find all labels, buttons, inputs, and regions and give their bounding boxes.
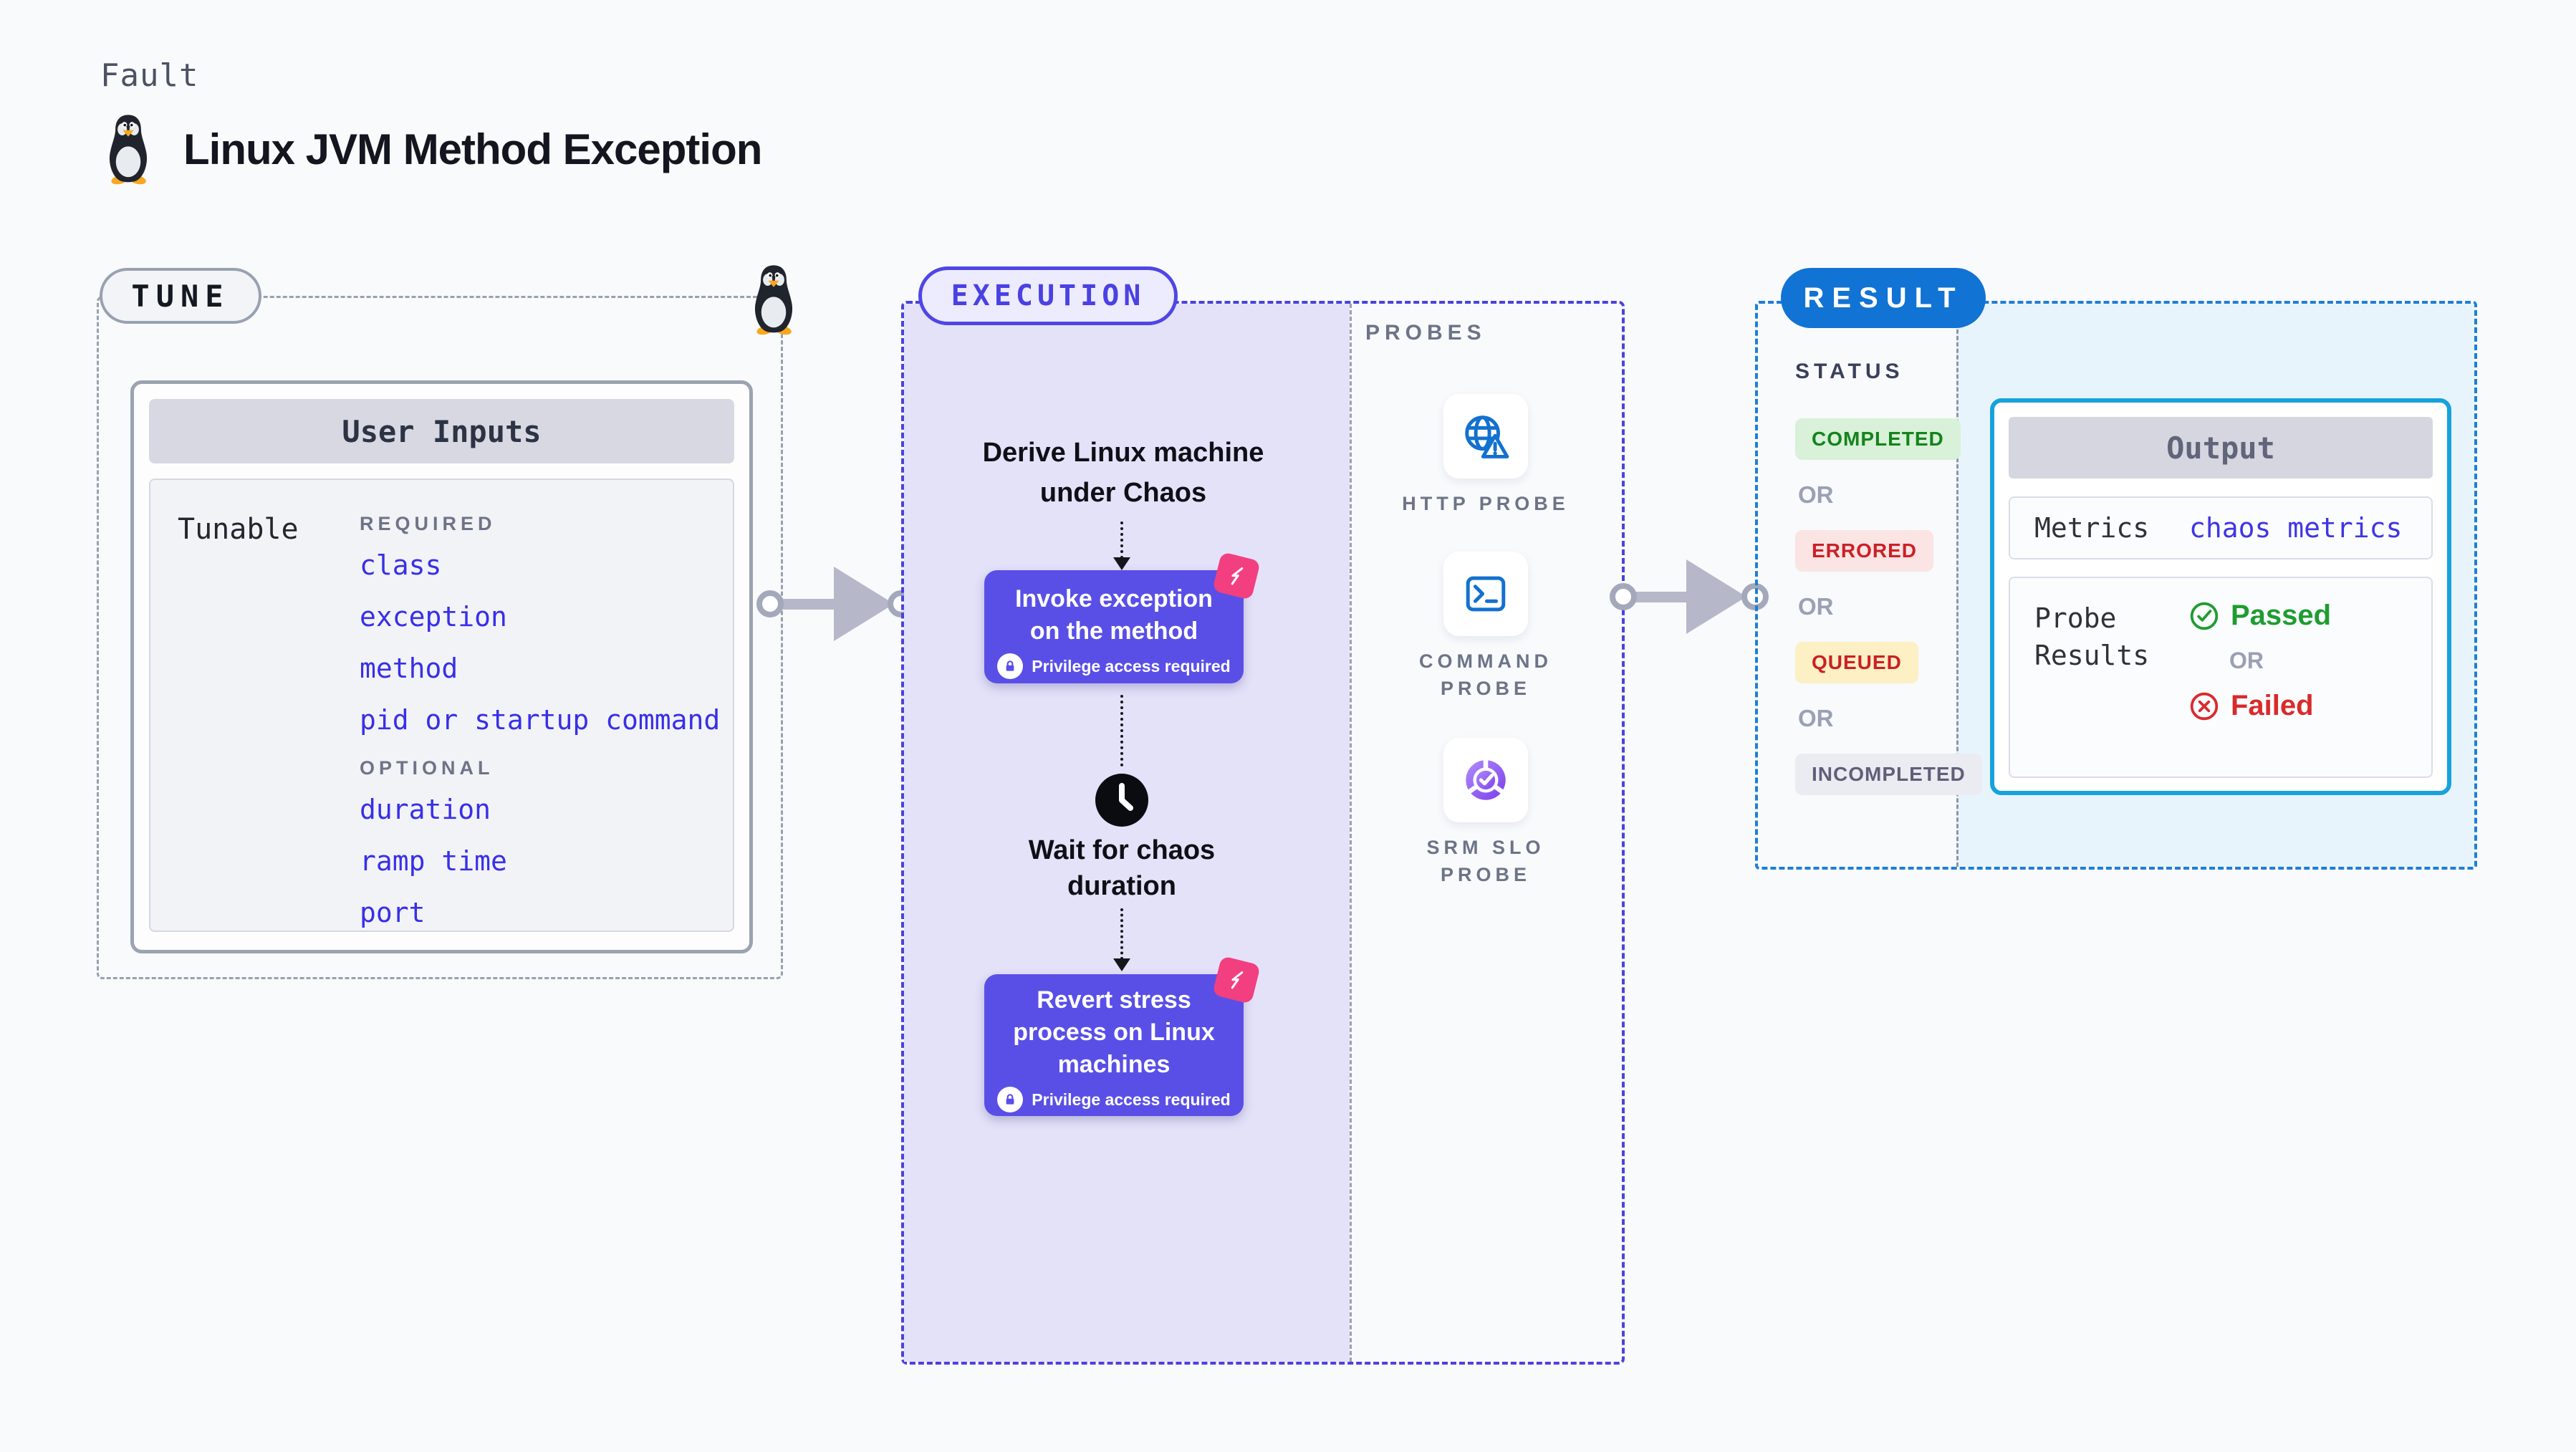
connector-dot	[756, 590, 784, 617]
page-title: Linux JVM Method Exception	[183, 125, 762, 173]
status-divider	[1956, 304, 1959, 867]
probe-result-passed: Passed	[2189, 600, 2331, 632]
privilege-text: Privilege access required	[1032, 656, 1231, 675]
terminal-icon	[1466, 576, 1506, 612]
lock-icon	[997, 1087, 1024, 1112]
chaos-fault-icon	[1212, 956, 1261, 1004]
connector-dot	[1610, 583, 1637, 610]
metrics-label: Metrics	[2034, 512, 2150, 544]
revert-stress-label: Revert stress process on Linux machines	[1013, 986, 1215, 1078]
derive-step-text: Derive Linux machine under Chaos	[982, 438, 1264, 508]
param-pid-or-startup-command[interactable]: pid or startup command	[360, 704, 721, 736]
status-badge-completed: COMPLETED	[1795, 418, 1961, 460]
slo-donut-icon	[1466, 759, 1506, 800]
status-badge-incompleted: INCOMPLETED	[1795, 754, 1982, 795]
invoke-exception-label: Invoke exception on the method	[1015, 585, 1213, 645]
wait-clock-icon	[1095, 774, 1148, 827]
metrics-value: chaos metrics	[2189, 512, 2403, 544]
chaos-fault-icon	[1212, 552, 1261, 600]
probe-result-failed: Failed	[2189, 690, 2331, 722]
failed-text: Failed	[2231, 690, 2314, 721]
output-header: Output	[2009, 417, 2433, 479]
execution-section-pill: EXECUTION	[918, 266, 1178, 325]
srm-slo-probe-label: SRM SLO PROBE	[1426, 837, 1545, 885]
param-duration[interactable]: duration	[360, 794, 491, 825]
srm-slo-probe-card	[1443, 738, 1528, 822]
fault-kicker: Fault	[100, 57, 199, 94]
linux-tux-corner-icon	[745, 264, 802, 335]
privilege-text: Privilege access required	[1032, 1090, 1231, 1109]
user-inputs-header: User Inputs	[149, 399, 734, 463]
linux-tux-icon	[100, 113, 156, 185]
user-inputs-body: Tunable REQUIRED class exception method …	[149, 479, 734, 932]
metrics-row: Metrics chaos metrics	[2009, 496, 2433, 559]
probe-results-label: Probe Results	[2034, 602, 2150, 671]
execution-panel	[904, 304, 1350, 1362]
passed-text: Passed	[2231, 600, 2332, 631]
required-label: REQUIRED	[360, 513, 496, 534]
globe-alert-icon	[1465, 415, 1509, 458]
flow-arrowhead	[1113, 958, 1130, 971]
tunable-params-list: REQUIRED class exception method pid or s…	[360, 501, 720, 938]
flow-connector	[1120, 908, 1123, 960]
http-probe-label: HTTP PROBE	[1402, 493, 1570, 514]
lock-icon	[997, 653, 1024, 679]
optional-label: OPTIONAL	[360, 757, 494, 779]
tune-section-box: User Inputs Tunable REQUIRED class excep…	[97, 296, 783, 979]
param-port[interactable]: port	[360, 897, 426, 928]
output-card: Output Metrics chaos metrics Probe Resul…	[1990, 398, 2451, 795]
flow-arrowhead	[1113, 557, 1130, 570]
revert-stress-node: Revert stress process on Linux machines …	[984, 956, 1261, 1116]
or-label: OR	[1798, 593, 1834, 620]
result-section-pill: RESULT	[1781, 268, 1986, 328]
command-probe-label: COMMAND PROBE	[1419, 650, 1552, 699]
or-label: OR	[1798, 705, 1834, 731]
param-ramp-time[interactable]: ramp time	[360, 845, 507, 877]
tune-section-pill: TUNE	[100, 268, 261, 324]
command-probe-card	[1443, 552, 1528, 636]
or-label: OR	[2229, 648, 2264, 673]
user-inputs-card: User Inputs Tunable REQUIRED class excep…	[130, 380, 753, 953]
status-label: STATUS	[1795, 360, 1904, 383]
flow-connector	[1120, 521, 1123, 559]
privilege-row: Privilege access required	[984, 1087, 1244, 1112]
param-method[interactable]: method	[360, 653, 458, 684]
check-circle-icon	[2190, 602, 2219, 630]
or-label: OR	[1798, 481, 1834, 508]
x-circle-icon	[2190, 692, 2219, 720]
privilege-row: Privilege access required	[984, 653, 1244, 679]
execution-section-box	[901, 301, 1625, 1365]
flow-connector	[1120, 695, 1123, 766]
param-exception[interactable]: exception	[360, 601, 507, 633]
page-header: Linux JVM Method Exception	[100, 113, 762, 185]
probe-results-row: Probe Results Passed OR Failed	[2009, 577, 2433, 778]
probes-divider	[1350, 304, 1352, 1362]
http-probe-card	[1443, 394, 1528, 479]
probes-section-label: PROBES	[1365, 321, 1486, 345]
status-badge-errored: ERRORED	[1795, 530, 1934, 572]
status-badge-queued: QUEUED	[1795, 642, 1918, 683]
status-column: STATUS COMPLETED OR ERRORED OR QUEUED OR…	[1795, 360, 1982, 795]
wait-step-text: Wait for chaos duration	[1028, 835, 1216, 901]
invoke-exception-node: Invoke exception on the method Privilege…	[984, 552, 1261, 683]
tunable-label: Tunable	[178, 513, 299, 546]
param-class[interactable]: class	[360, 549, 442, 581]
